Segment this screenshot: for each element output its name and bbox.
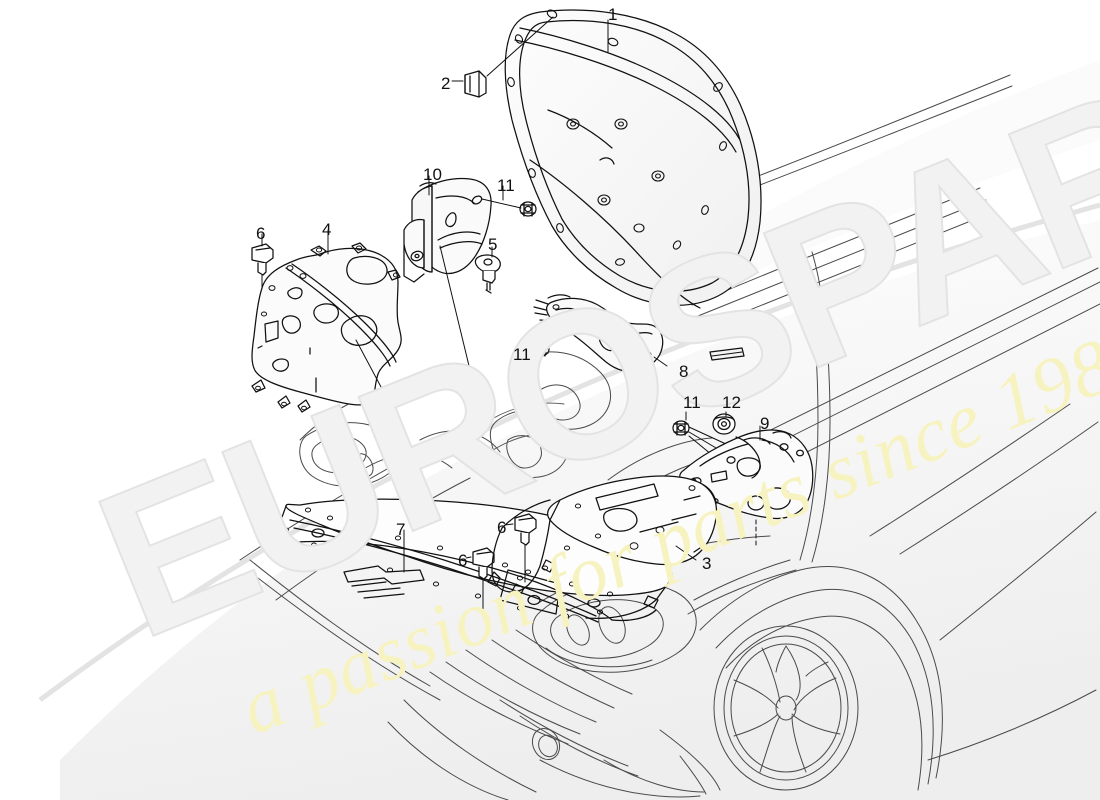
callout-inner-wing-insulation-right[interactable]: 9 [760,414,770,433]
part-8-bulkhead-insulation [533,294,664,373]
callout-expanding-clip[interactable]: 6 [256,224,266,243]
callout-retaining-bracket-pin[interactable]: 5 [488,235,498,254]
part-6b-expanding-clip [514,513,537,546]
callout-wheelhouse-insulation-panel[interactable]: 4 [322,220,332,239]
part-11a-grommet-washer [519,201,537,217]
part-1-hood-insulation-pad [504,9,762,309]
callout-wheelhouse-liner-insulation-left[interactable]: 10 [423,165,442,184]
part-6a-expanding-clip [251,243,274,276]
part-5-retaining-bracket [474,254,501,294]
part-4-wheelhouse-insulation-panel [251,242,402,413]
part-10-wheelhouse-liner-insulation [403,177,492,283]
part-3-inner-wing-insulation-left [487,475,718,597]
exploded-parts-layer [251,9,814,623]
callout-expanding-clip[interactable]: 6 [458,551,468,570]
part-6c-expanding-clip [472,547,495,580]
part-11c-grommet-washer [672,420,690,436]
callout-grommet-washer[interactable]: 11 [513,345,531,364]
callout-hood-pad-clip[interactable]: 2 [441,74,451,93]
callout-expanding-clip[interactable]: 6 [497,518,507,537]
callout-hood-insulation-pad[interactable]: 1 [608,5,618,24]
callout-front-lower-panel-insulation[interactable]: 7 [396,520,406,539]
part-2-hood-pad-clip [464,70,487,98]
callout-inner-wing-insulation-left[interactable]: 3 [702,554,712,573]
callout-grommet-washer[interactable]: 11 [497,176,515,195]
callout-bulkhead-insulation-strip[interactable]: 8 [679,362,689,381]
callout-rubber-grommet[interactable]: 12 [722,393,741,412]
callout-grommet-washer[interactable]: 11 [683,393,701,412]
part-12-rubber-grommet [712,413,736,435]
